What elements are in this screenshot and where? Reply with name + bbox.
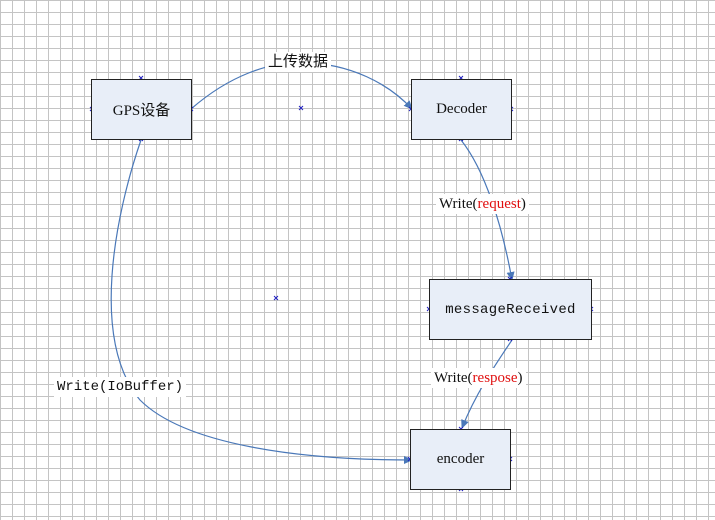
message-received-node[interactable]: messageReceived	[429, 279, 592, 340]
edge-gps-to-encoder[interactable]	[110, 139, 413, 464]
write-request-highlight: request	[477, 196, 521, 212]
write-response-prefix: Write(	[434, 370, 473, 386]
write-request-suffix: )	[520, 196, 526, 212]
decoder-node[interactable]: Decoder	[411, 79, 512, 140]
edge-label-write-response: Write(respose)	[431, 368, 526, 388]
edge-label-upload-data: 上传数据	[265, 52, 332, 72]
handle-marker	[273, 295, 279, 301]
edge-label-write-request: Write(request)	[436, 194, 529, 214]
write-response-highlight: respose	[472, 370, 518, 386]
write-request-prefix: Write(	[439, 196, 478, 212]
decoder-label: Decoder	[436, 101, 487, 117]
edge-label-write-iobuffer: Write(IoBuffer)	[54, 377, 187, 397]
gps-device-node[interactable]: GPS设备	[91, 79, 192, 140]
write-response-suffix: )	[517, 370, 523, 386]
encoder-node[interactable]: encoder	[410, 429, 511, 490]
encoder-label: encoder	[436, 451, 485, 467]
handle-marker	[298, 105, 304, 111]
message-received-label: messageReceived	[445, 301, 576, 318]
gps-device-label: GPS设备	[112, 103, 171, 119]
